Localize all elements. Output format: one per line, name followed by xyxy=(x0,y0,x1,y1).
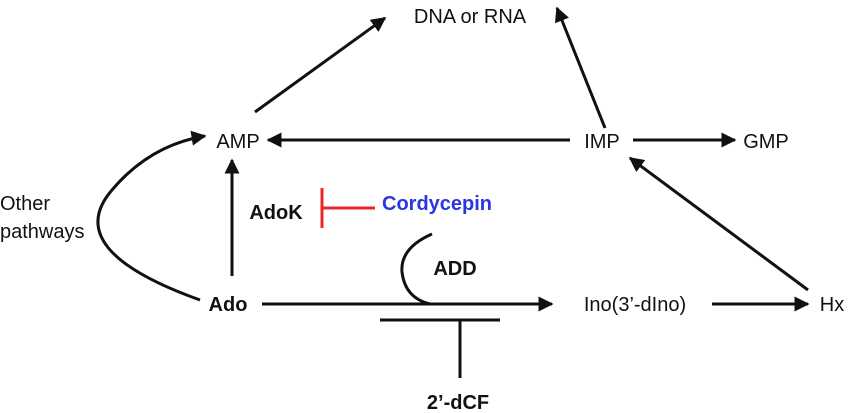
node-dna-rna: DNA or RNA xyxy=(414,6,527,28)
node-hx: Hx xyxy=(820,294,844,316)
node-gmp: GMP xyxy=(743,131,789,153)
node-amp: AMP xyxy=(216,131,259,153)
arrow-other-pathways xyxy=(96,130,207,302)
arrow-hx-to-imp xyxy=(628,156,809,292)
inhibitor-2-dcf: 2’-dCF xyxy=(427,392,489,413)
node-ado: Ado xyxy=(209,294,248,316)
inhibitor-cordycepin: Cordycepin xyxy=(382,193,492,215)
node-imp: IMP xyxy=(584,131,620,153)
enzyme-add: ADD xyxy=(433,258,476,280)
node-ino: Ino(3’-dIno) xyxy=(584,294,686,316)
arrow-amp-to-dna-rna xyxy=(254,16,387,114)
arrow-imp-to-dna-rna xyxy=(555,6,607,129)
label-other-pathways-line2: pathways xyxy=(0,221,85,243)
enzyme-adok: AdoK xyxy=(249,202,303,224)
label-other-pathways-line1: Other xyxy=(0,193,50,215)
add-enzyme-arc xyxy=(400,232,433,306)
